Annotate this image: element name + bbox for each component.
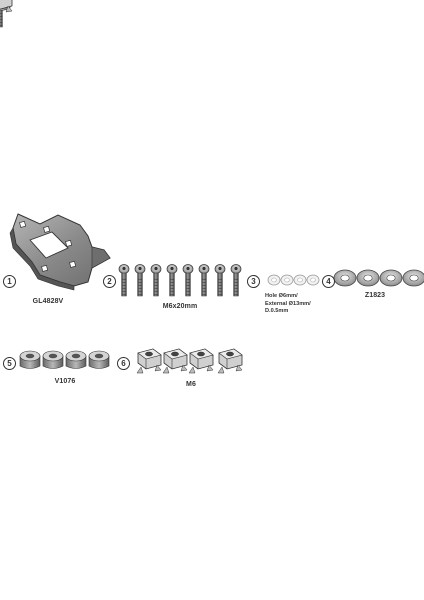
item-number-4: 4 [322,275,335,288]
item-number-5: 5 [3,357,16,370]
hole-spec-line-1: Hole Ø6mm/ [265,293,298,299]
hole-spec-line-2: External Ø13mm/ [265,300,311,307]
item-number-3: 3 [247,275,260,288]
spacers-image [0,0,110,369]
item-label-m6: M6 [186,381,196,388]
item-label-z1823: Z1823 [364,292,386,299]
item-number-6: 6 [117,357,130,370]
item-number-2: 2 [103,275,116,288]
item-label-hole-spec: Hole Ø6mm/ External Ø13mm/ D.0.5mm [265,293,311,316]
item-label-gl4828v: GL4828V [32,298,64,305]
item-label-m6x20mm: M6x20mm [162,303,198,310]
item-number-1: 1 [3,275,16,288]
cage-nuts-image [0,0,243,374]
item-label-v1076: V1076 [54,378,76,385]
hole-spec-line-3: D.0.5mm [265,308,289,315]
